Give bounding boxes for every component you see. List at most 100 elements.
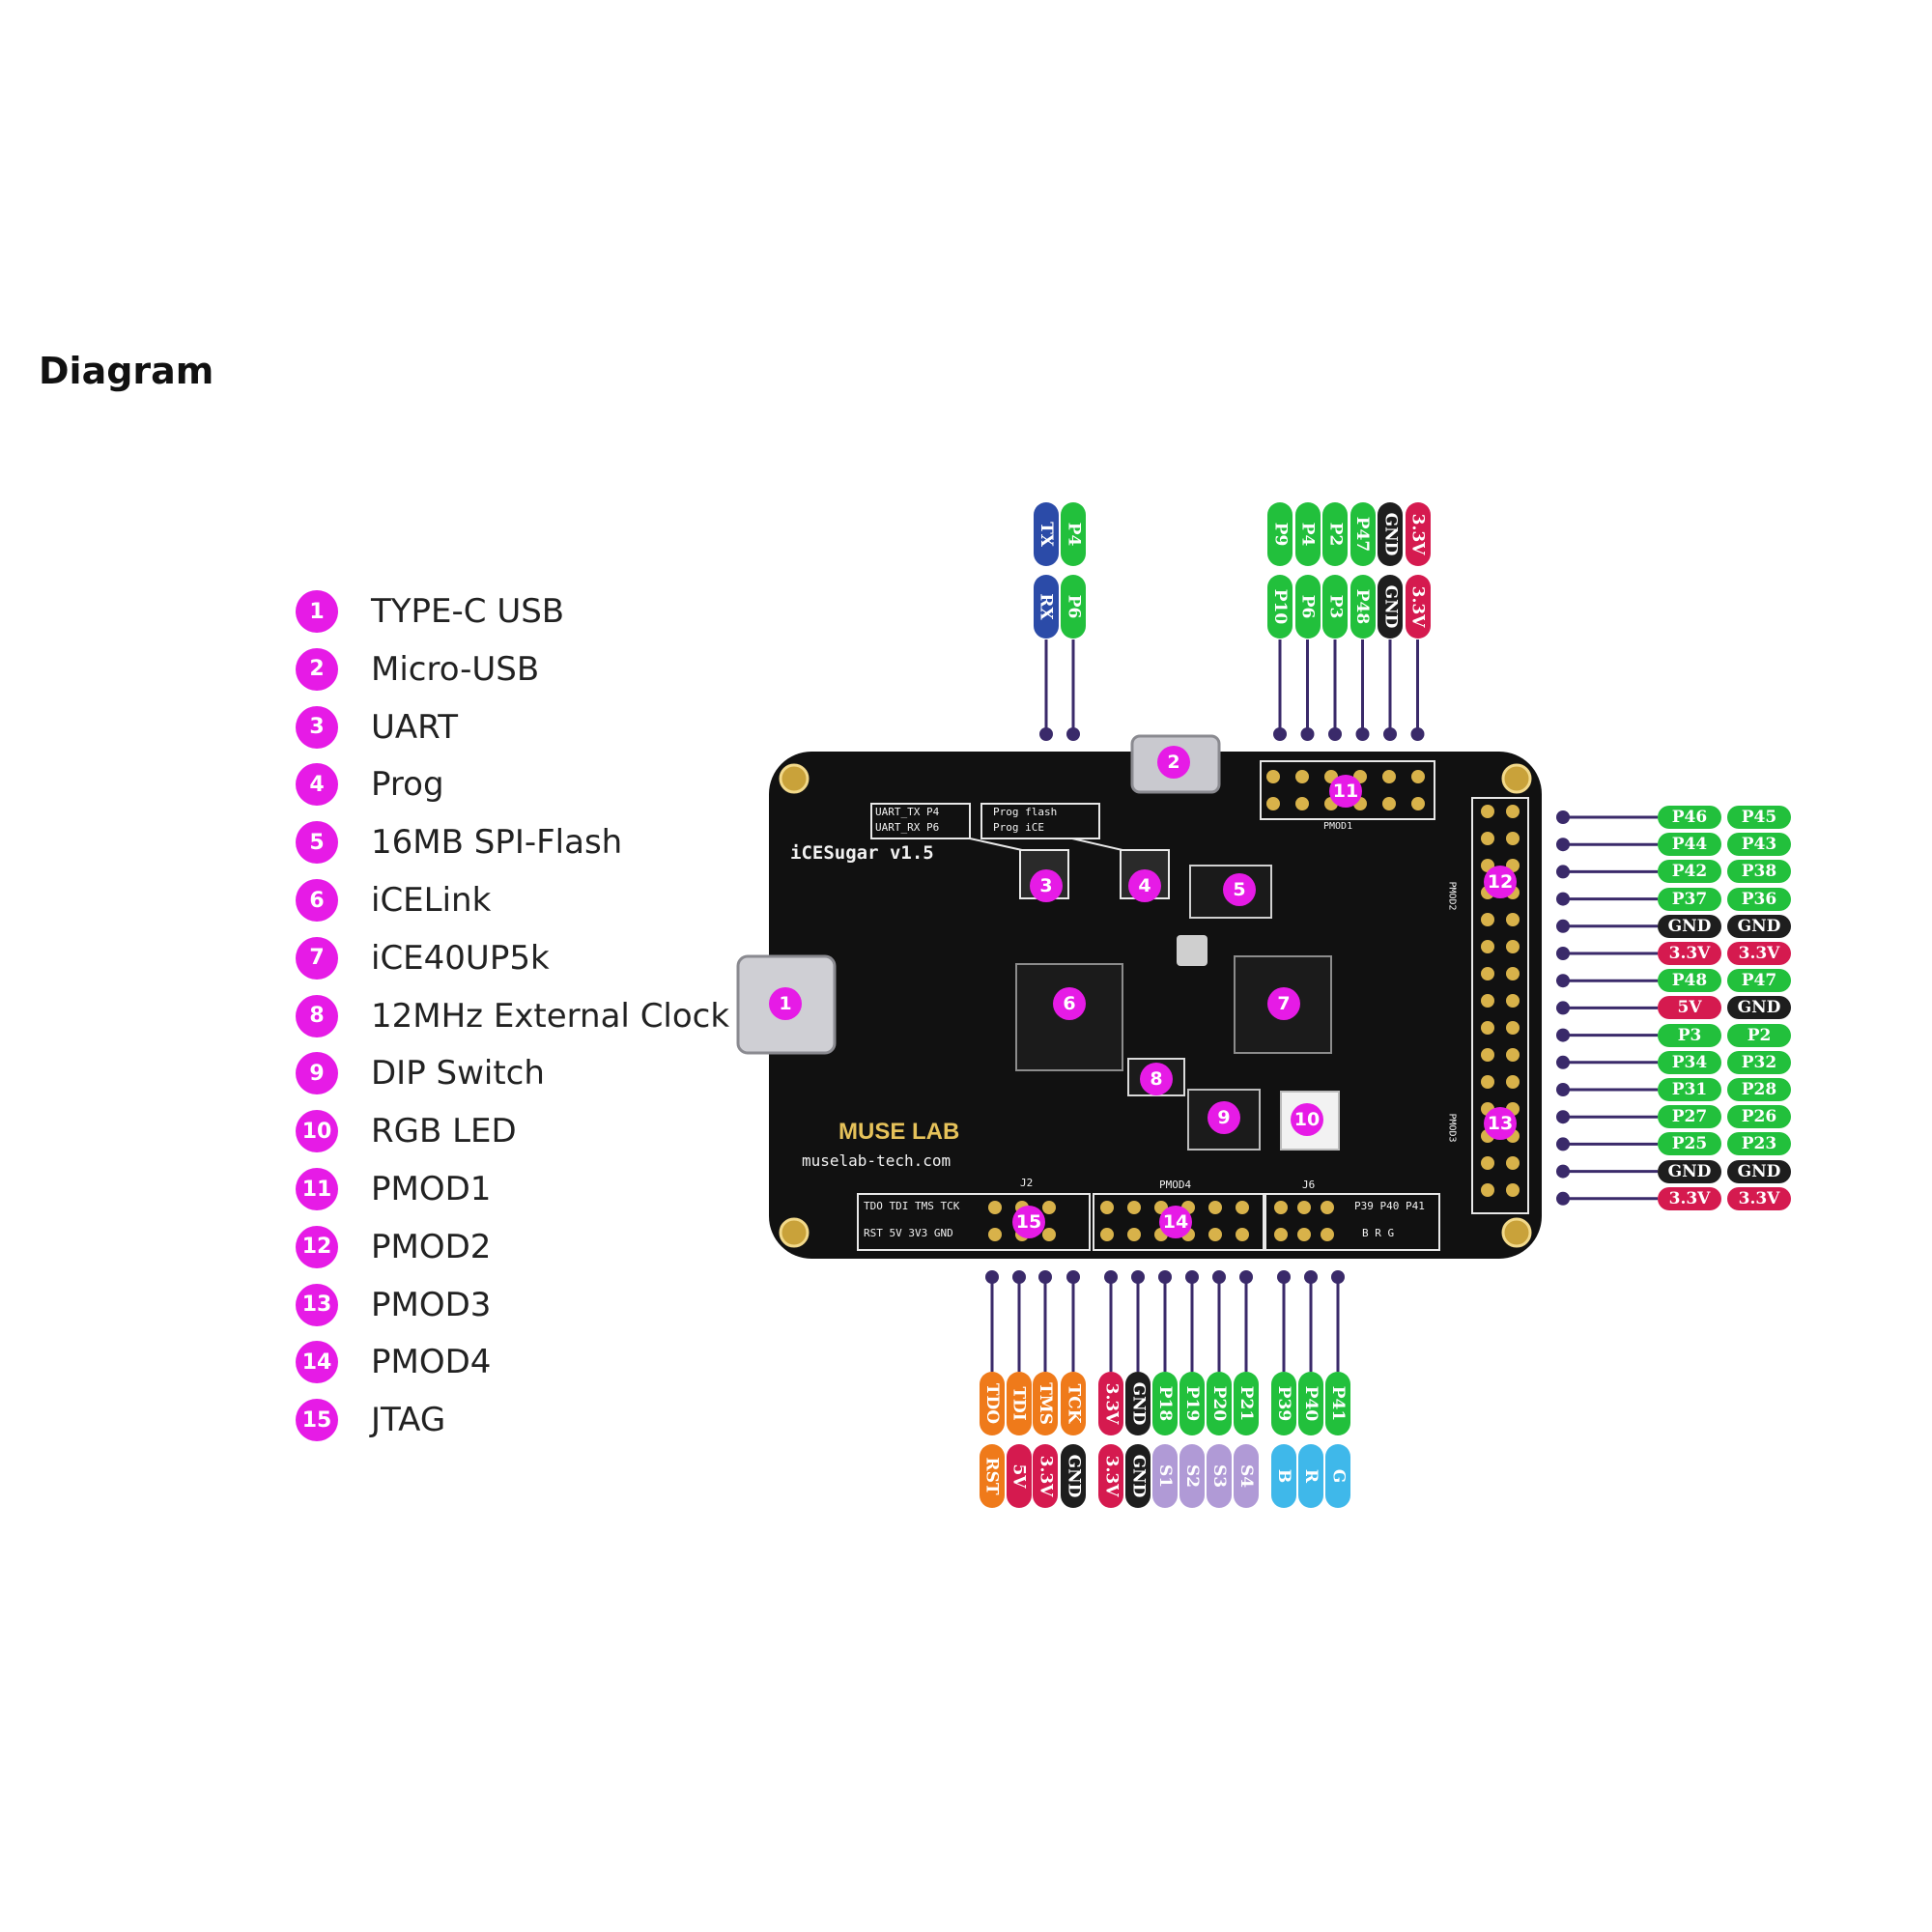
header-pad bbox=[1266, 770, 1280, 783]
header-pad bbox=[1481, 805, 1494, 818]
header-pad bbox=[1295, 797, 1309, 810]
pin-label: P38 bbox=[1727, 860, 1791, 884]
legend-number-badge: 3 bbox=[296, 705, 338, 749]
connector-dot bbox=[1185, 1270, 1199, 1284]
pin-label: P27 bbox=[1658, 1105, 1721, 1129]
pin-label: P2 bbox=[1727, 1023, 1791, 1047]
pin-label-text: TCK bbox=[1064, 1383, 1083, 1424]
j6-label: J6 bbox=[1302, 1179, 1316, 1191]
pin-label: P48 bbox=[1350, 575, 1376, 639]
pmod1-header bbox=[1260, 760, 1435, 820]
connector-dot bbox=[1556, 892, 1570, 906]
pin-label: P32 bbox=[1727, 1050, 1791, 1074]
legend-label: iCELink bbox=[371, 881, 492, 920]
pin-label-text: P9 bbox=[1270, 522, 1290, 547]
pin-label-text: 3.3V bbox=[1036, 1455, 1056, 1497]
pin-label-text: TMS bbox=[1036, 1382, 1055, 1425]
pin-label-text: R bbox=[1300, 1468, 1321, 1484]
uart-silk-2: UART_RX P6 bbox=[875, 821, 940, 834]
header-pad bbox=[1506, 967, 1520, 980]
pin-label: S1 bbox=[1152, 1444, 1178, 1508]
pin-label-text: S2 bbox=[1181, 1463, 1202, 1489]
pin-label: GND bbox=[1727, 996, 1791, 1020]
pin-label: 3.3V bbox=[1098, 1372, 1123, 1435]
header-pad bbox=[1236, 1201, 1249, 1214]
prog-silk-box bbox=[980, 803, 1100, 839]
legend-label: PMOD1 bbox=[371, 1170, 492, 1208]
pin-label: P10 bbox=[1267, 575, 1293, 639]
pin-label: TMS bbox=[1033, 1372, 1058, 1435]
pin-label: P20 bbox=[1207, 1372, 1232, 1435]
header-pad bbox=[1042, 1228, 1056, 1241]
pin-label: P42 bbox=[1658, 860, 1721, 884]
pin-label: P2 bbox=[1322, 502, 1348, 566]
pin-label: P4 bbox=[1294, 502, 1321, 566]
legend-label: DIP Switch bbox=[371, 1054, 545, 1094]
pin-label: 3.3V bbox=[1033, 1444, 1058, 1508]
pin-label-text: GND bbox=[1128, 1381, 1148, 1426]
uart-silk-box bbox=[870, 803, 971, 839]
board-marker-badge: 2 bbox=[1157, 746, 1190, 779]
connector-dot bbox=[1383, 727, 1397, 741]
pmod3-label: PMOD3 bbox=[1446, 1113, 1458, 1143]
pin-label: 3.3V bbox=[1727, 1186, 1791, 1210]
pin-label: GND bbox=[1658, 1159, 1721, 1183]
pin-label-text: 5V bbox=[1009, 1463, 1029, 1489]
connector-dot bbox=[1556, 1055, 1570, 1069]
pin-label: P46 bbox=[1658, 806, 1721, 829]
pin-label: P4 bbox=[1061, 502, 1086, 566]
pin-label: P6 bbox=[1294, 575, 1321, 639]
pin-label: P3 bbox=[1322, 575, 1348, 639]
connector-dot bbox=[1556, 1028, 1570, 1042]
board-marker-badge: 13 bbox=[1484, 1107, 1517, 1140]
connector-dot bbox=[1556, 1137, 1570, 1151]
brand-url: muselab-tech.com bbox=[802, 1151, 952, 1170]
pin-label-text: GND bbox=[1380, 584, 1400, 629]
pin-label: GND bbox=[1061, 1444, 1086, 1508]
header-pad bbox=[1411, 797, 1425, 810]
board-marker-badge: 4 bbox=[1128, 869, 1161, 902]
pin-label: 3.3V bbox=[1658, 942, 1721, 965]
connector-dot bbox=[1066, 1270, 1080, 1284]
rgb-silk-2: B R G bbox=[1362, 1227, 1395, 1239]
pin-label: GND bbox=[1378, 575, 1403, 639]
pin-label-text: P4 bbox=[1297, 522, 1318, 547]
header-pins bbox=[988, 770, 1520, 1241]
connector-dot bbox=[1328, 727, 1342, 741]
board-marker-badge: 8 bbox=[1140, 1063, 1173, 1095]
pin-label-text: P48 bbox=[1352, 588, 1373, 625]
header-pad bbox=[1321, 1228, 1334, 1241]
mount-hole-br bbox=[1501, 1217, 1532, 1248]
mount-hole-tl bbox=[779, 763, 810, 794]
connector-dot bbox=[1131, 1270, 1145, 1284]
pin-label: P19 bbox=[1179, 1372, 1205, 1435]
pin-label-text: P39 bbox=[1274, 1385, 1294, 1422]
header-pad bbox=[1042, 1201, 1056, 1214]
connector-dot bbox=[1556, 1083, 1570, 1096]
board-marker-badge: 7 bbox=[1267, 987, 1300, 1020]
connector-dot bbox=[1066, 727, 1080, 741]
brand-logo: MUSE LAB bbox=[838, 1119, 960, 1145]
header-pad bbox=[1266, 797, 1280, 810]
prog-silk-2: Prog iCE bbox=[993, 821, 1044, 834]
header-pad bbox=[1481, 1075, 1494, 1089]
pin-label-text: TX bbox=[1037, 522, 1056, 547]
pin-label-text: P3 bbox=[1325, 594, 1345, 619]
jtag-silk-1: TDO TDI TMS TCK bbox=[864, 1200, 960, 1212]
connector-dot bbox=[1331, 1270, 1345, 1284]
pin-label: GND bbox=[1125, 1444, 1151, 1508]
pin-label: P48 bbox=[1658, 969, 1721, 993]
legend-number-badge: 6 bbox=[296, 879, 338, 922]
header-pad bbox=[1506, 832, 1520, 845]
header-pad bbox=[1506, 1048, 1520, 1062]
pin-label: TX bbox=[1034, 502, 1059, 566]
connector-dot bbox=[1012, 1270, 1026, 1284]
connector-dot bbox=[1038, 1270, 1052, 1284]
legend-label: PMOD2 bbox=[371, 1227, 492, 1266]
header-pad bbox=[988, 1201, 1002, 1214]
legend-number-badge: 7 bbox=[296, 936, 338, 980]
